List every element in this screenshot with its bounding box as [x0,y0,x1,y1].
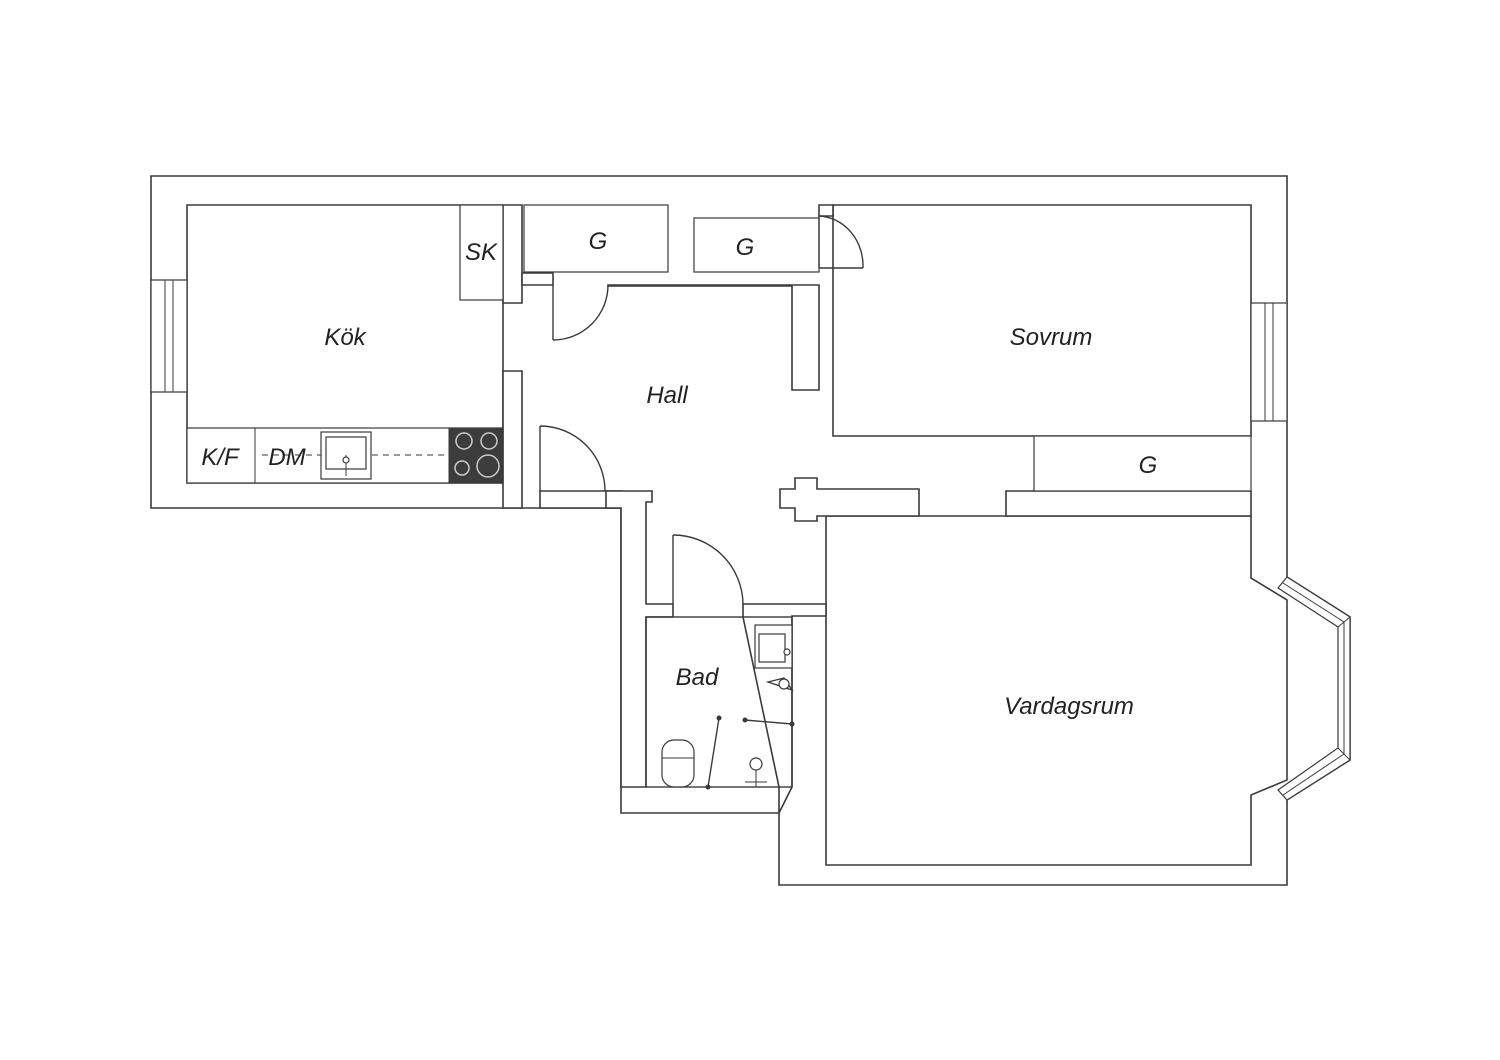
door-kitchen [539,425,606,492]
broom-closet [459,204,504,301]
washing-machine-tap [765,677,794,692]
wardrobe-b [693,217,820,273]
room-label-kitchen: Kök [324,324,367,351]
label-wardrobe-a: G [589,228,608,255]
kitchen-window [150,279,188,393]
stove [448,427,504,484]
room-label-living-room: Vardagsrum [1004,693,1134,720]
bathroom-walls [645,616,793,788]
door-wardrobe-a [552,284,609,341]
door-wardrobe-b [818,215,864,269]
room-label-bathroom: Bad [676,664,719,691]
room-label-bedroom: Sovrum [1010,324,1093,351]
wardrobe-a [523,204,669,273]
label-wardrobe-c: G [1139,452,1158,479]
label-wardrobe-b: G [736,234,755,261]
sink [320,431,372,480]
label-dishwasher: DM [268,444,305,471]
label-fridge-freezer: K/F [201,444,240,471]
wardrobe-c [1033,435,1252,492]
shower [705,715,795,790]
bay-window [1277,576,1351,801]
toilet [661,739,695,788]
door-bathroom [672,534,744,605]
bedroom-window [1250,302,1288,422]
bathroom-sink [754,624,793,669]
label-broom-closet: SK [465,239,498,266]
room-label-hall: Hall [646,382,688,409]
exterior-walls [150,175,1351,886]
